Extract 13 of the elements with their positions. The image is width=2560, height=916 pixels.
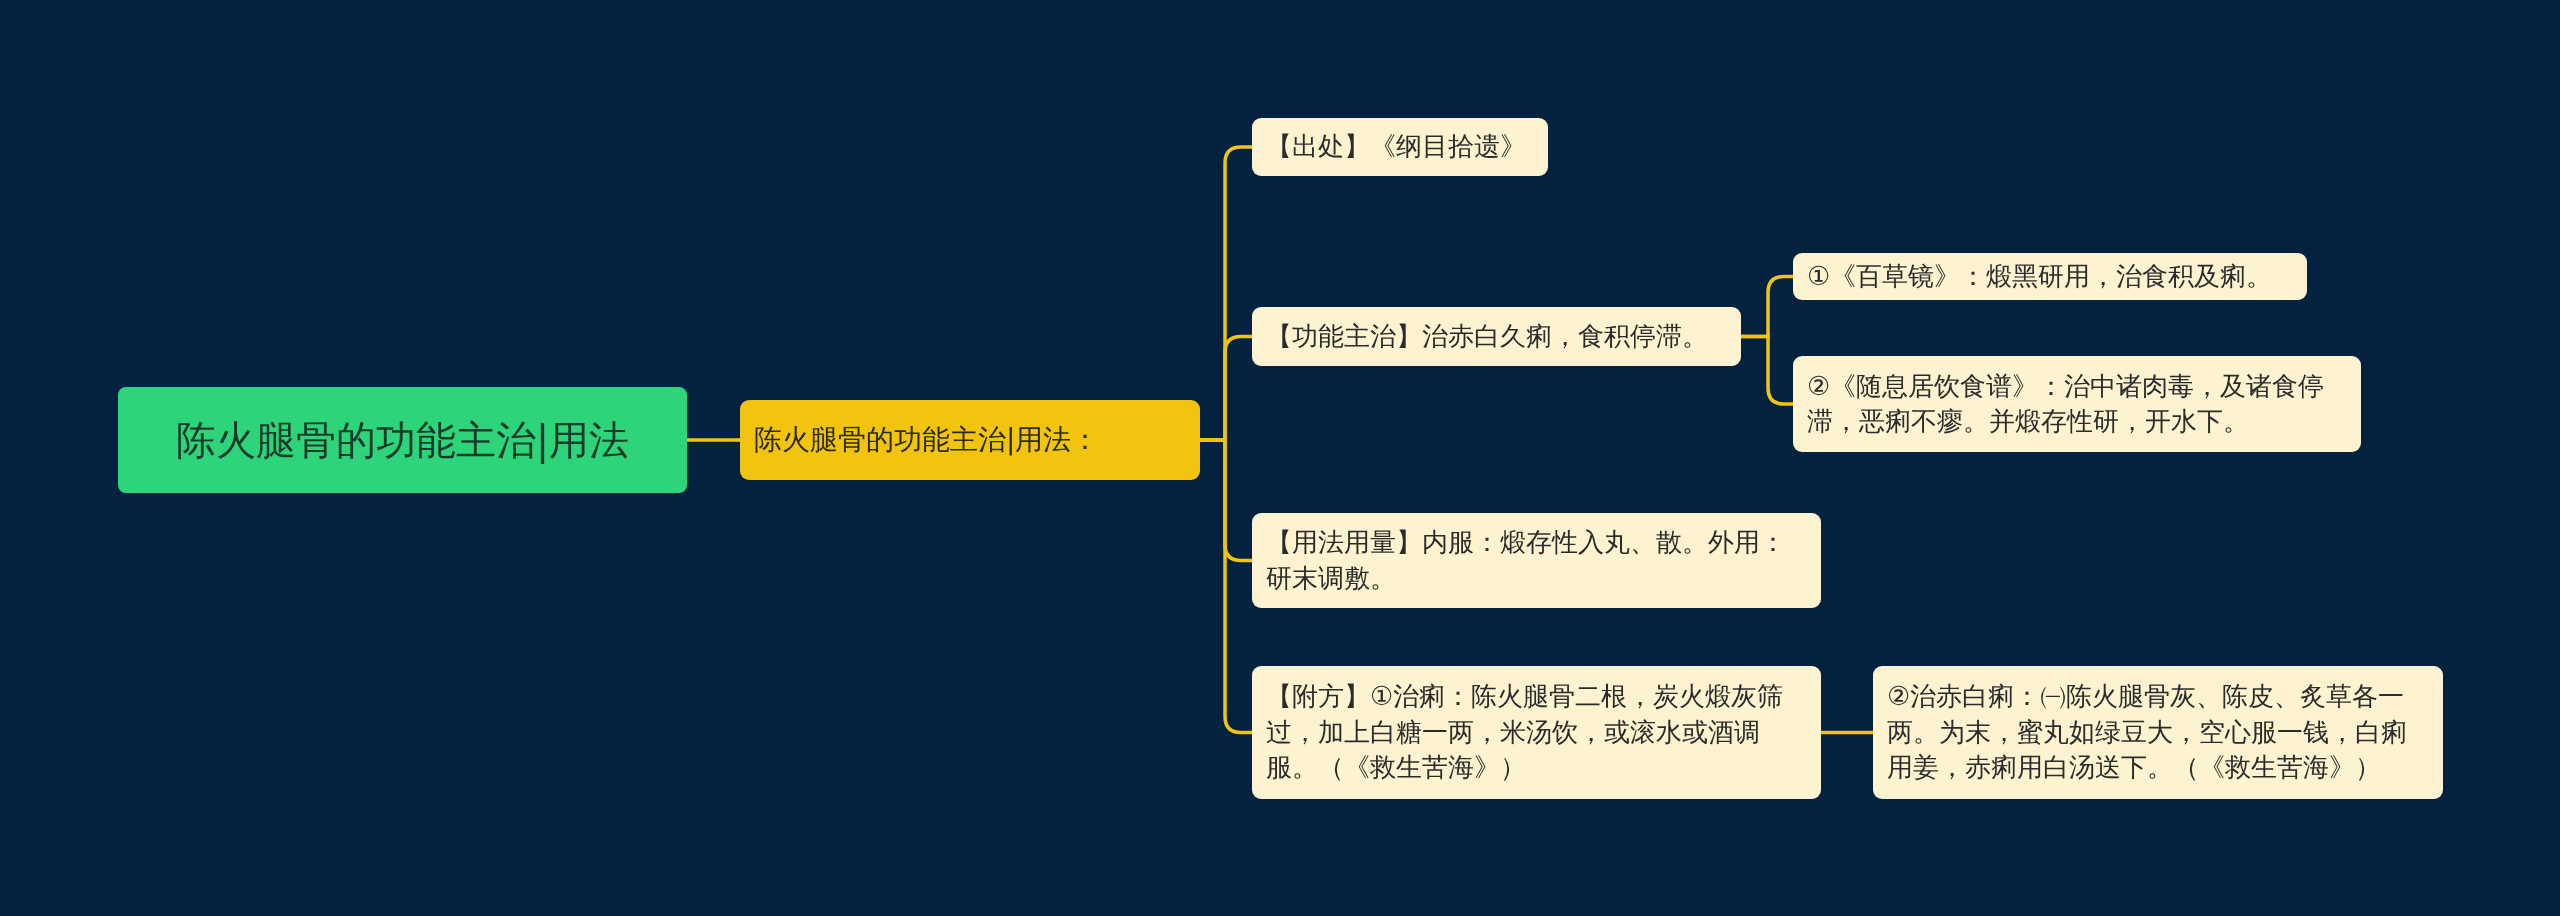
topic-box: 陈火腿骨的功能主治|用法： [740, 400, 1200, 480]
subtopic-box: 【附方】①治痢：陈火腿骨二根，炭火煅灰筛过，加上白糖一两，米汤饮，或滚水或酒调服。（《救生苦海》） [1252, 666, 1821, 799]
subtopic-box: 【用法用量】内服：煅存性入丸、散。外用：研末调敷。 [1252, 513, 1821, 608]
subtopic-box: ②《随息居饮食谱》：治中诸肉毒，及诸食停滞，恶痢不瘳。并煅存性研，开水下。 [1793, 356, 2361, 452]
subtopic-box: 【功能主治】治赤白久痢，食积停滞。 [1252, 307, 1741, 366]
subtopic-box: ①《百草镜》：煅黑研用，治食积及痢。 [1793, 253, 2307, 300]
connector-line [1741, 334, 1793, 406]
subtopic-box: 【出处】《纲目拾遗》 [1252, 118, 1548, 176]
subtopic-box: ②治赤白痢：㈠陈火腿骨灰、陈皮、炙草各一两。为末，蜜丸如绿豆大，空心服一钱，白痢用姜，赤痢用白汤送下。（《救生苦海》） [1873, 666, 2443, 799]
connector-line [1821, 730, 1873, 735]
connector-line [687, 438, 740, 442]
connector-line [1200, 438, 1252, 735]
root-topic-box: 陈火腿骨的功能主治|用法 [118, 387, 687, 493]
